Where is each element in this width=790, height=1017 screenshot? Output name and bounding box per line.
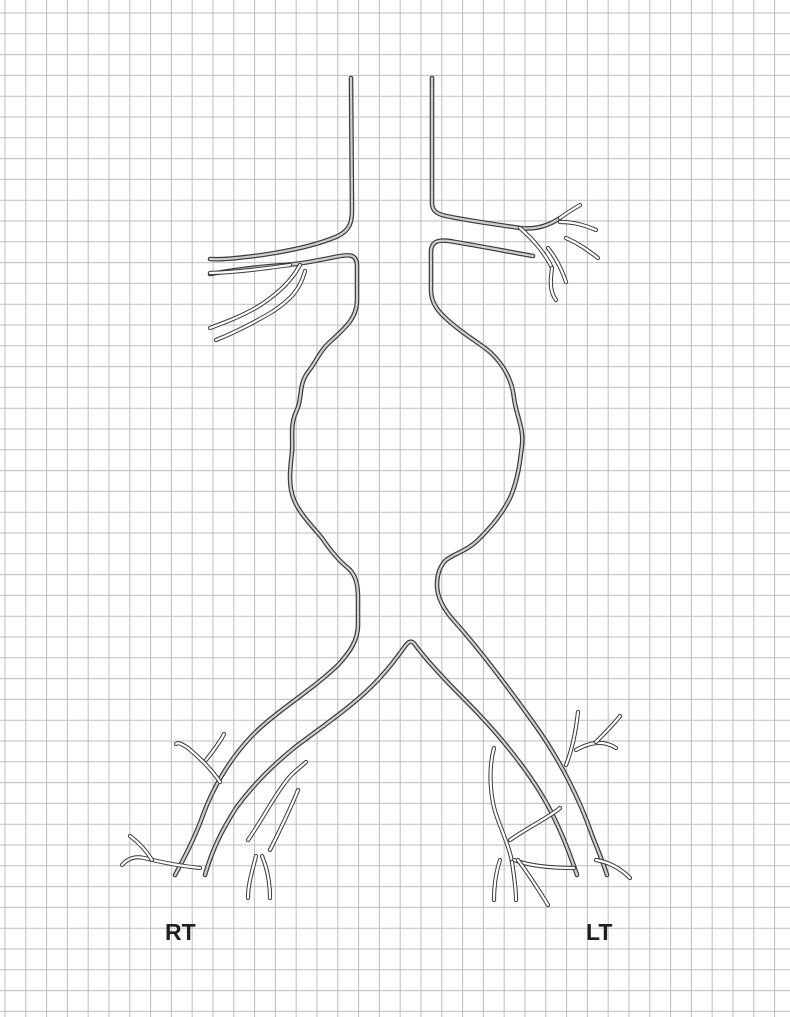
- aorta-outline: [175, 78, 607, 875]
- aneurysm-right-wall: [175, 255, 358, 875]
- aorta-right-wall: [210, 78, 352, 259]
- aorta-left-wall: [432, 78, 560, 228]
- aneurysm-left-wall: [431, 241, 607, 875]
- bifurcation-inner-wall: [205, 642, 577, 875]
- right-renal-branches: [210, 265, 305, 340]
- left-side-label: LT: [586, 919, 612, 945]
- right-side-label: RT: [165, 919, 196, 945]
- left-renal-branches: [520, 205, 598, 300]
